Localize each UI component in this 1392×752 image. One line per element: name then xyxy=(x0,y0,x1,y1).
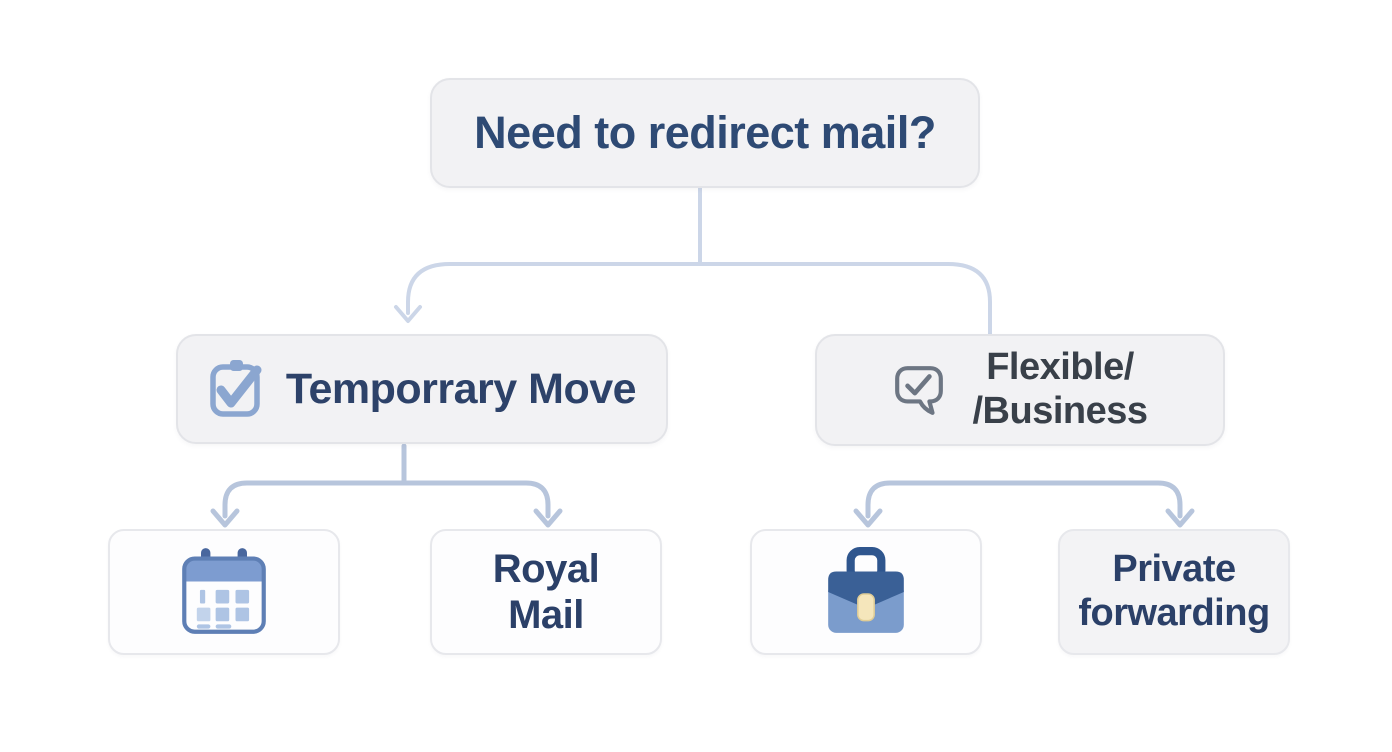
node-private-forwarding-label: Private forwarding xyxy=(1078,548,1270,635)
node-briefcase xyxy=(750,529,982,655)
node-temporary-move: Temporrary Move xyxy=(176,334,668,444)
arrow-down-icon xyxy=(394,305,422,323)
node-royal-mail: Royal Mail xyxy=(430,529,662,655)
connector-root-right xyxy=(698,262,992,336)
node-temporary-move-label: Temporrary Move xyxy=(285,364,637,413)
arrow-down-icon xyxy=(1165,508,1195,528)
calendar-icon xyxy=(180,546,268,638)
node-calendar xyxy=(108,529,340,655)
arrow-down-icon xyxy=(853,508,883,528)
node-private-forwarding-line2: forwarding xyxy=(1078,592,1270,634)
briefcase-icon xyxy=(820,547,912,637)
node-royal-mail-label: Royal Mail xyxy=(492,546,600,638)
clipboard-check-icon xyxy=(208,358,264,420)
node-royal-mail-line2: Mail xyxy=(508,593,584,637)
node-flexible-business-label: Flexible/ /Business xyxy=(972,346,1148,433)
node-root: Need to redirect mail? xyxy=(430,78,980,188)
node-flexible-business: Flexible/ /Business xyxy=(815,334,1225,446)
node-flexible-business-line2: /Business xyxy=(972,390,1148,432)
connector-flexible-split xyxy=(865,480,1183,519)
node-private-forwarding: Private forwarding xyxy=(1058,529,1290,655)
arrow-down-icon xyxy=(533,508,563,528)
connector-temporary-split xyxy=(222,480,551,519)
arrow-down-icon xyxy=(210,508,240,528)
node-private-forwarding-line1: Private xyxy=(1112,548,1236,591)
speech-bubble-check-icon xyxy=(892,363,946,417)
node-royal-mail-line1: Royal xyxy=(492,547,600,591)
node-flexible-business-line1: Flexible/ xyxy=(986,346,1134,389)
node-root-label: Need to redirect mail? xyxy=(474,107,936,158)
connector-root-left xyxy=(406,262,702,315)
